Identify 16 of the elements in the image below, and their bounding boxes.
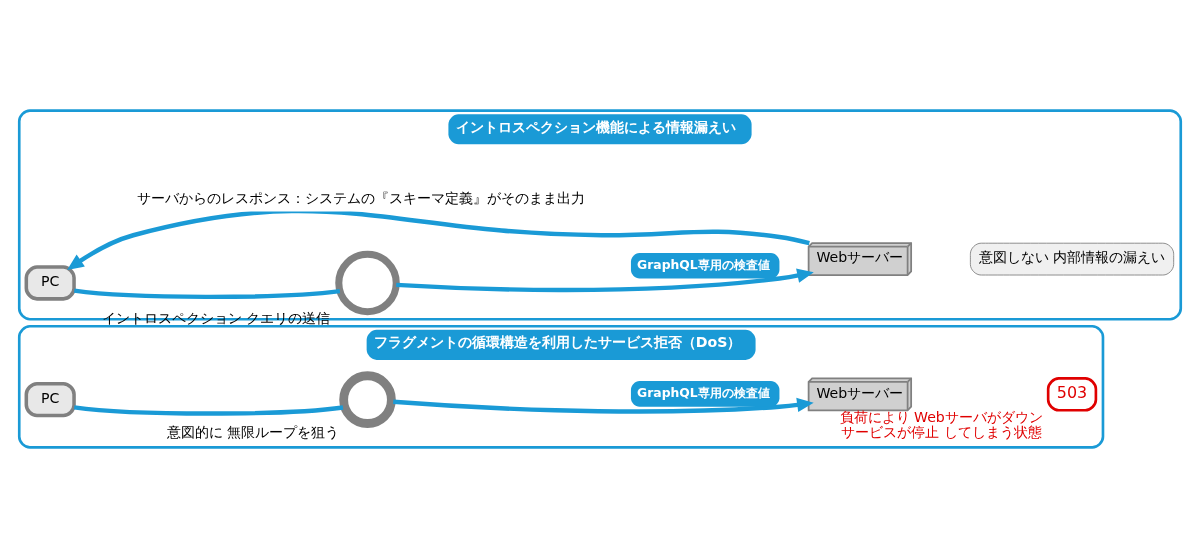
node-label: サービスが停止 してしまう状態 [841,423,1042,440]
node-label: 意図的に 無限ループを狙う [166,423,340,440]
arrow [396,268,814,292]
connector [74,404,344,416]
connector [74,288,341,299]
node-box: 意図しない 内部情報の漏えい [969,242,1175,275]
edge-label: サーバからのレスポンス：システムの『スキーマ定義』がそのまま出力 [136,189,585,206]
node-box: PC [24,264,76,301]
node-label: 負荷により Webサーバがダウン [839,408,1043,425]
arrow [67,208,810,270]
edge-label: GraphQL専用の検査値 [637,257,770,272]
arrow [393,397,814,414]
edge-label: GraphQL専用の検査値 [637,385,770,400]
node-magnifier [335,250,400,315]
node-box: PC [24,381,76,417]
node-box: 503 [1046,376,1098,412]
